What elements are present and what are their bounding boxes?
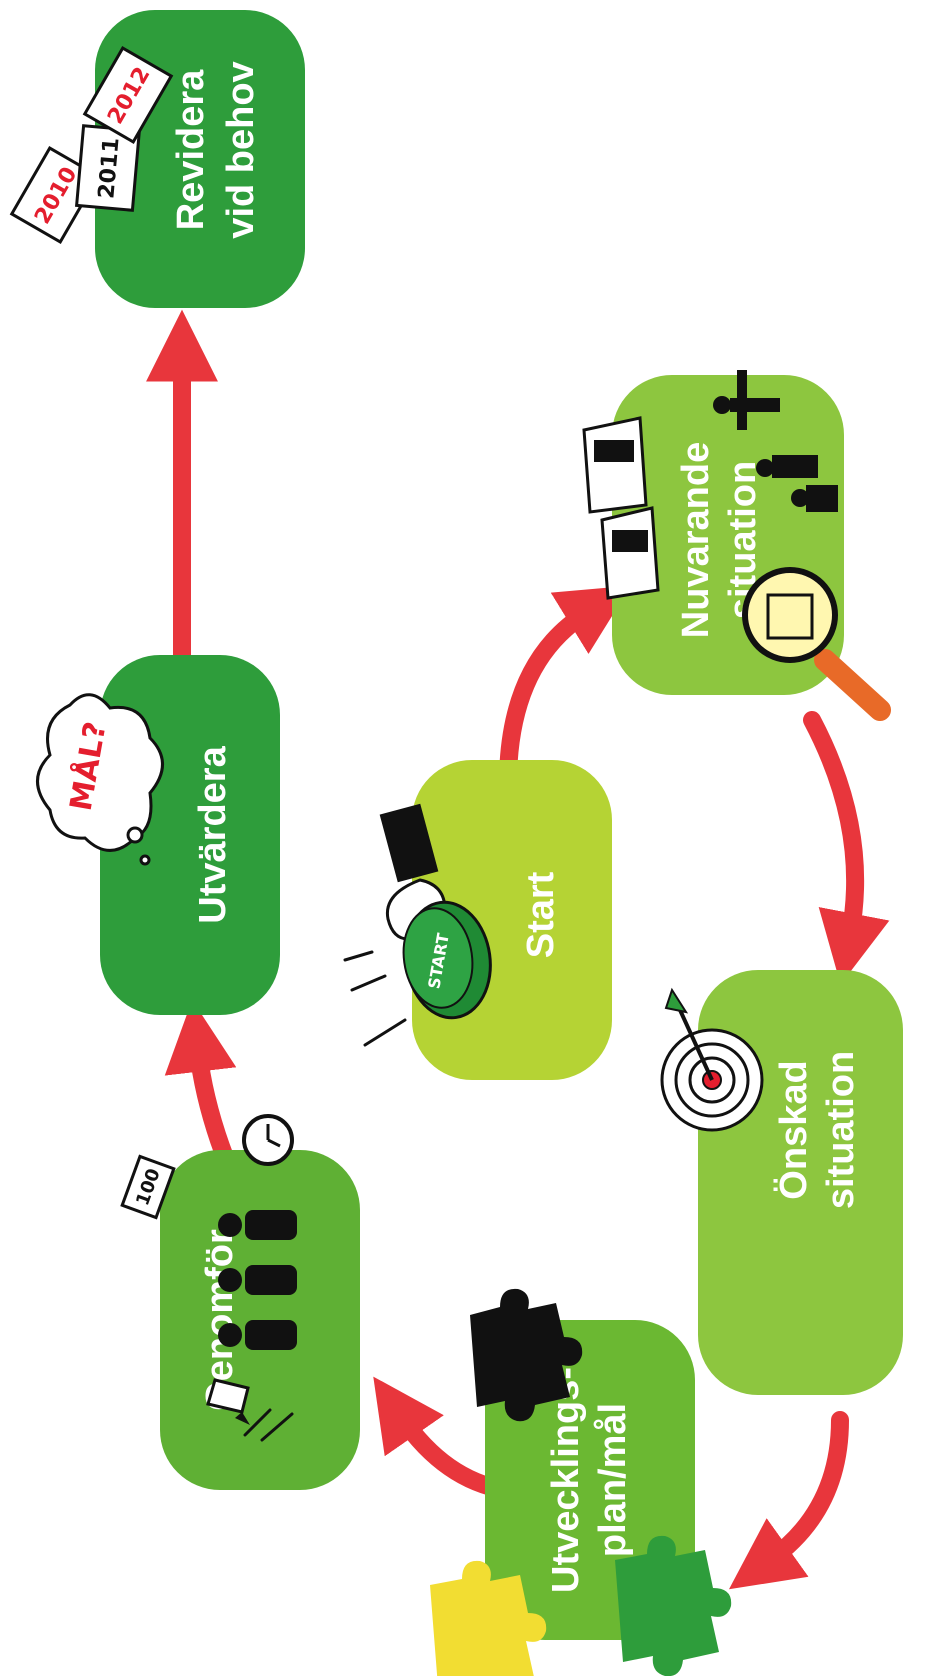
nuvarande-line1: Nuvarande: [675, 442, 717, 638]
clock-icon: [242, 1114, 294, 1166]
onskad-line1: Önskad: [772, 1060, 815, 1199]
puzzle-piece-green-icon: [615, 1535, 732, 1676]
people-group-icon: [713, 370, 838, 512]
onskad-line2: situation: [820, 1051, 862, 1209]
calendar-pages-icon: 2010 2011 2012: [9, 46, 174, 244]
utvardera-label: Utvärdera: [192, 745, 234, 923]
pencil-icon: [206, 1378, 294, 1442]
arrow-nuvarande-to-onskad: [803, 711, 890, 985]
note-100-icon: 100: [120, 1154, 176, 1220]
start-button-icon: START: [402, 900, 492, 1020]
dartboard-icon: [660, 987, 764, 1132]
arrow-start-to-nuvarande: [499, 585, 631, 787]
puzzle-piece-yellow-icon: [430, 1560, 547, 1676]
utvecklingsplan-line1: Utvecklings-: [545, 1367, 587, 1593]
puzzle-piece-black-icon: [470, 1288, 583, 1422]
utvecklingsplan-line2: plan/mål: [592, 1403, 634, 1557]
motion-lines-icon: [343, 950, 407, 1047]
year-2011: 2011: [94, 137, 124, 200]
start-label: Start: [520, 871, 562, 958]
arrow-onskad-to-utvecklingsplan: [729, 1411, 849, 1590]
thought-bubble-icon: MÅL?: [36, 693, 164, 866]
team-people-icon: [218, 1210, 297, 1350]
magnifying-glass-icon: [742, 567, 891, 721]
revidera-line1: Revidera: [170, 69, 212, 230]
revidera-line2: vid behov: [220, 61, 262, 238]
buildings-icon: [582, 416, 660, 600]
